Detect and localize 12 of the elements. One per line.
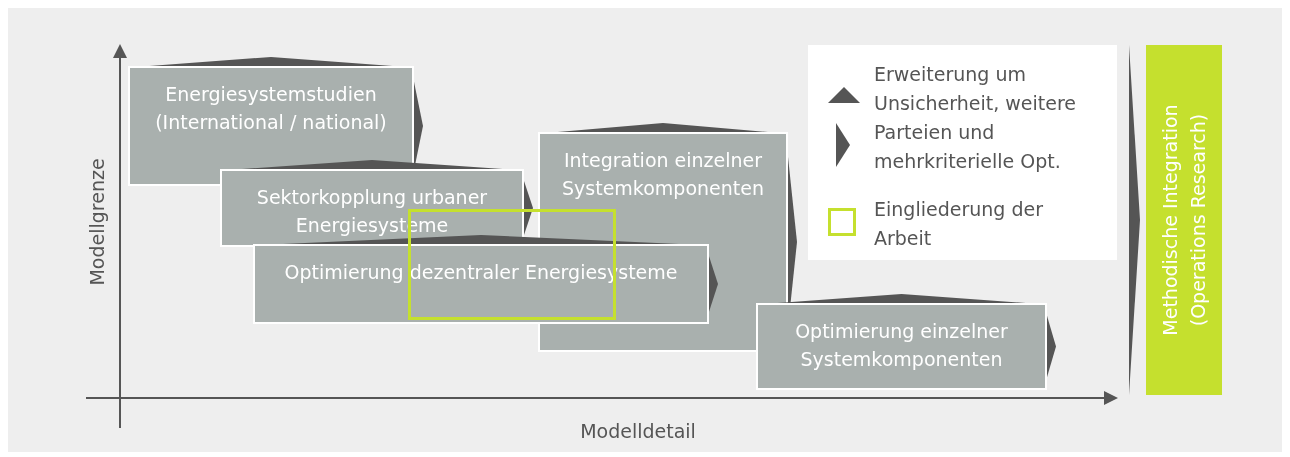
model-box	[220, 169, 524, 247]
axis-label: Modellgrenze	[86, 158, 108, 286]
box-label: Optimierung einzelner Systemkomponenten	[794, 319, 1009, 372]
model-box	[756, 303, 1047, 390]
model-box	[253, 244, 709, 324]
legend-text: Erweiterung um Unsicherheit, weitere Parteien und mehrkriterielle Opt.	[874, 62, 1078, 174]
method-band	[1146, 45, 1222, 395]
box-label: Integration einzelner Systemkomponenten	[561, 148, 765, 201]
box-label: Energiesystemstudien (International / national)	[154, 82, 388, 135]
legend-text: Eingliederung der Arbeit	[874, 197, 1044, 251]
band-label: Methodische Integration (Operations Research)	[1158, 103, 1210, 338]
axis-label: Modelldetail	[580, 420, 696, 442]
